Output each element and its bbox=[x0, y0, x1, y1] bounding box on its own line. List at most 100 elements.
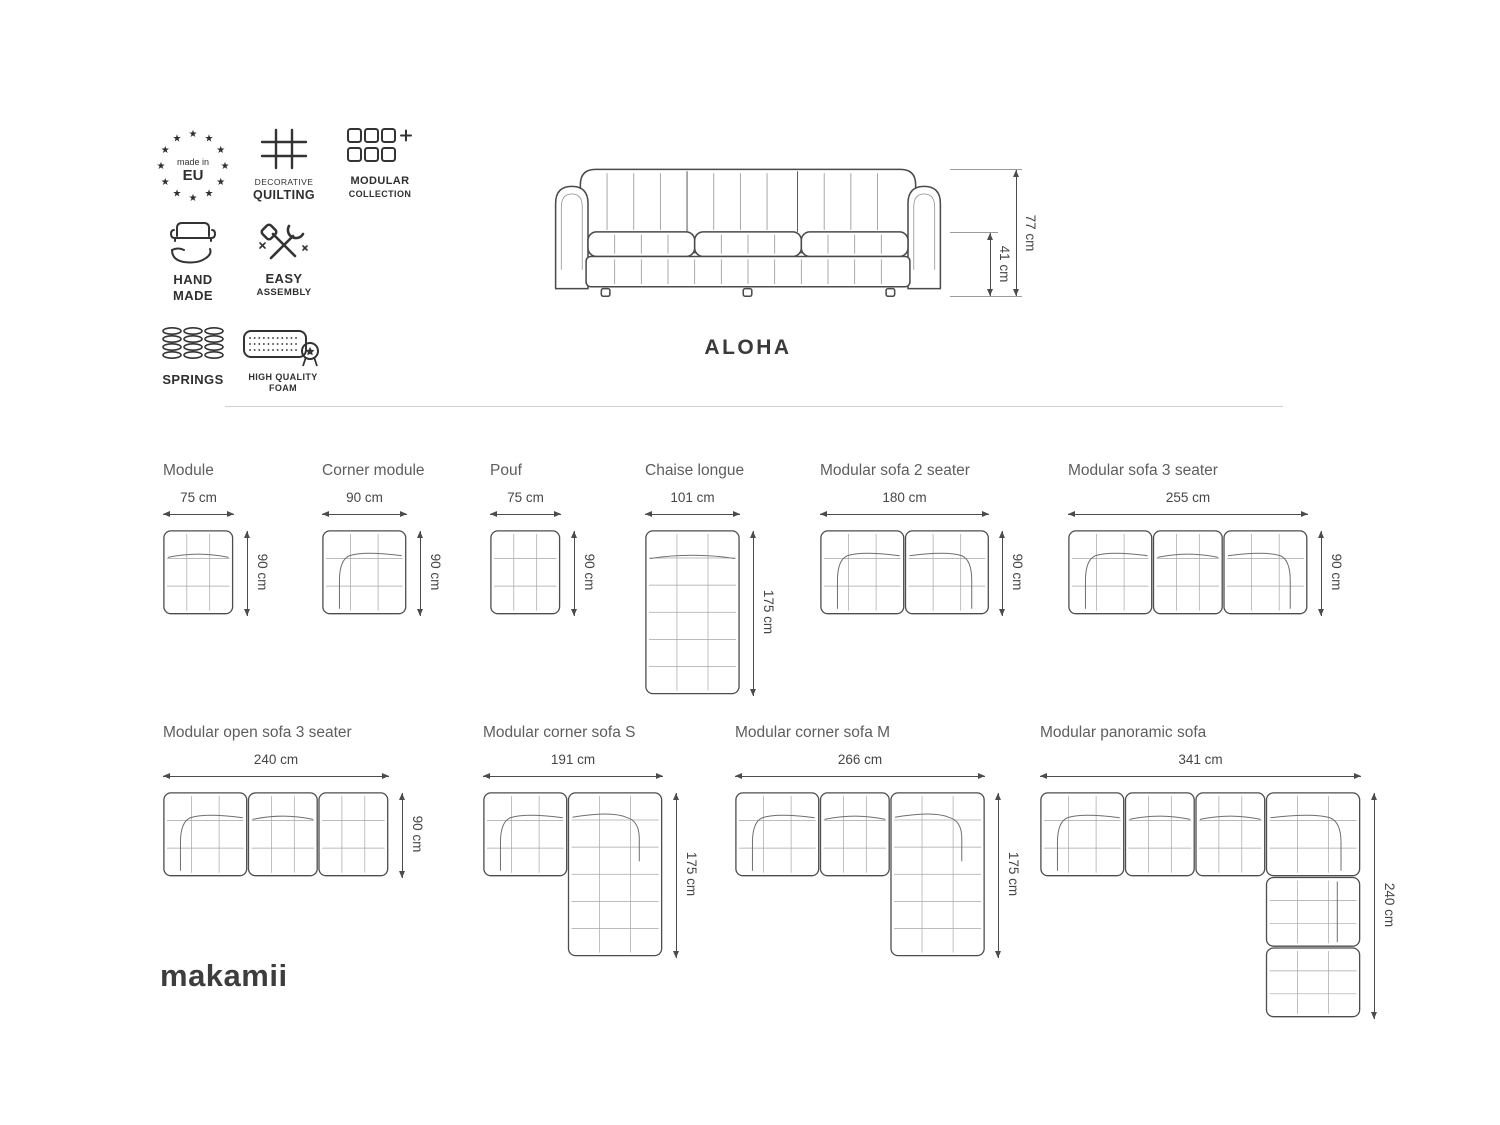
svg-text:★: ★ bbox=[157, 161, 166, 172]
svg-text:★: ★ bbox=[189, 193, 198, 204]
svg-text:★: ★ bbox=[216, 177, 225, 188]
sofa-2-seater-top-view bbox=[820, 530, 989, 615]
hand-made-label-2: MADE bbox=[173, 288, 213, 304]
depth-dimension-label: 175 cm bbox=[761, 589, 776, 635]
width-dimension-arrow bbox=[163, 511, 234, 517]
product-title: Corner module bbox=[322, 462, 425, 479]
badge-springs: SPRINGS bbox=[150, 324, 236, 388]
badge-modular-collection: MODULAR COLLECTION bbox=[331, 126, 429, 200]
section-divider bbox=[225, 406, 1283, 407]
svg-text:★: ★ bbox=[161, 145, 170, 156]
seat-height-label: 41 cm bbox=[997, 245, 1012, 283]
sofa-3-seater-top-view bbox=[1068, 530, 1308, 615]
width-dimension-label: 341 cm bbox=[1178, 752, 1223, 767]
product-title: Module bbox=[163, 462, 214, 479]
width-dimension-label: 180 cm bbox=[882, 490, 927, 505]
hand-made-label-1: HAND bbox=[173, 272, 213, 287]
svg-text:★: ★ bbox=[161, 177, 170, 188]
extension-line-top bbox=[950, 169, 1022, 170]
depth-dimension-label: 240 cm bbox=[1382, 882, 1397, 928]
product-title: Modular sofa 3 seater bbox=[1068, 462, 1218, 479]
depth-dimension-arrow bbox=[417, 531, 423, 616]
corner-module-top-view bbox=[322, 530, 407, 615]
modular-squares-icon bbox=[347, 128, 412, 162]
depth-dimension-arrow bbox=[673, 793, 679, 958]
made-in-eu-code: EU bbox=[182, 167, 204, 184]
width-dimension-arrow bbox=[490, 511, 561, 517]
product-title: Pouf bbox=[490, 462, 522, 479]
badge-easy-assembly: EASY ASSEMBLY bbox=[241, 218, 327, 299]
depth-dimension-label: 90 cm bbox=[255, 553, 270, 591]
total-height-arrow bbox=[1013, 170, 1019, 296]
depth-dimension-label: 175 cm bbox=[684, 851, 699, 897]
springs-label: SPRINGS bbox=[162, 372, 224, 387]
product-title: Modular corner sofa M bbox=[735, 724, 891, 741]
modular-label-1: MODULAR bbox=[350, 175, 410, 187]
seat-height-arrow bbox=[987, 233, 993, 296]
width-dimension-label: 75 cm bbox=[507, 490, 544, 505]
panoramic-sofa-top-view bbox=[1040, 792, 1361, 1018]
brand-logo: makamii bbox=[160, 958, 288, 993]
width-dimension-arrow bbox=[1068, 511, 1308, 517]
width-dimension-label: 240 cm bbox=[253, 752, 299, 767]
foam-label-2: FOAM bbox=[268, 383, 298, 394]
svg-text:★: ★ bbox=[221, 161, 230, 172]
width-dimension-label: 255 cm bbox=[1165, 490, 1211, 505]
product-title: Modular open sofa 3 seater bbox=[163, 724, 352, 741]
made-in-eu-text: made in bbox=[176, 157, 210, 167]
svg-text:★: ★ bbox=[216, 145, 225, 156]
depth-dimension-label: 90 cm bbox=[582, 553, 597, 591]
product-title: Modular corner sofa S bbox=[483, 724, 636, 741]
pouf-top-view bbox=[490, 530, 561, 615]
svg-text:★: ★ bbox=[189, 129, 198, 140]
springs-icon bbox=[162, 326, 224, 359]
depth-dimension-arrow bbox=[1371, 793, 1377, 1019]
sofa-front-illustration bbox=[554, 168, 942, 297]
collection-name: ALOHA bbox=[704, 336, 792, 359]
svg-text:★: ★ bbox=[173, 133, 182, 144]
depth-dimension-label: 90 cm bbox=[1329, 553, 1344, 591]
eu-stars-icon: ★★★★★★★★★★★★ bbox=[157, 129, 230, 204]
depth-dimension-label: 90 cm bbox=[428, 553, 443, 591]
badge-high-quality-foam: HIGH QUALITY FOAM bbox=[233, 324, 333, 395]
open-sofa-3-seater-top-view bbox=[163, 792, 389, 877]
width-dimension-arrow bbox=[1040, 773, 1361, 779]
depth-dimension-arrow bbox=[995, 793, 1001, 958]
badge-hand-made: HAND MADE bbox=[150, 216, 236, 305]
depth-dimension-arrow bbox=[750, 531, 756, 696]
width-dimension-arrow bbox=[322, 511, 407, 517]
easy-assembly-label-1: EASY bbox=[265, 271, 303, 286]
module-top-view bbox=[163, 530, 234, 615]
svg-text:★: ★ bbox=[173, 189, 182, 200]
depth-dimension-arrow bbox=[244, 531, 250, 616]
corner-sofa-m-top-view bbox=[735, 792, 985, 957]
quilting-grid-icon bbox=[260, 128, 308, 170]
product-title: Modular sofa 2 seater bbox=[820, 462, 970, 479]
depth-dimension-arrow bbox=[1318, 531, 1324, 616]
quilting-label-1: DECORATIVE bbox=[254, 177, 314, 187]
extension-line-floor bbox=[950, 296, 1022, 297]
width-dimension-label: 101 cm bbox=[670, 490, 715, 505]
product-title: Modular panoramic sofa bbox=[1040, 724, 1207, 741]
depth-dimension-label: 90 cm bbox=[1010, 553, 1025, 591]
foam-mattress-icon bbox=[243, 330, 319, 367]
quilting-label-2: QUILTING bbox=[253, 187, 315, 202]
depth-dimension-arrow bbox=[999, 531, 1005, 616]
tools-icon bbox=[259, 223, 308, 260]
width-dimension-arrow bbox=[163, 773, 389, 779]
width-dimension-label: 266 cm bbox=[837, 752, 883, 767]
width-dimension-label: 90 cm bbox=[346, 490, 383, 505]
total-height-label: 77 cm bbox=[1023, 214, 1038, 252]
badge-made-in-eu: ★★★★★★★★★★★★ made in EU bbox=[150, 124, 236, 210]
easy-assembly-label-2: ASSEMBLY bbox=[256, 287, 312, 299]
modular-label-2: COLLECTION bbox=[348, 188, 412, 199]
depth-dimension-arrow bbox=[399, 793, 405, 878]
badge-decorative-quilting: DECORATIVE QUILTING bbox=[241, 126, 327, 203]
depth-dimension-label: 90 cm bbox=[410, 815, 425, 853]
svg-text:★: ★ bbox=[205, 133, 214, 144]
extension-line-seat bbox=[950, 232, 998, 233]
chaise-longue-top-view bbox=[645, 530, 740, 695]
width-dimension-arrow bbox=[645, 511, 740, 517]
hand-sofa-icon bbox=[170, 222, 216, 264]
